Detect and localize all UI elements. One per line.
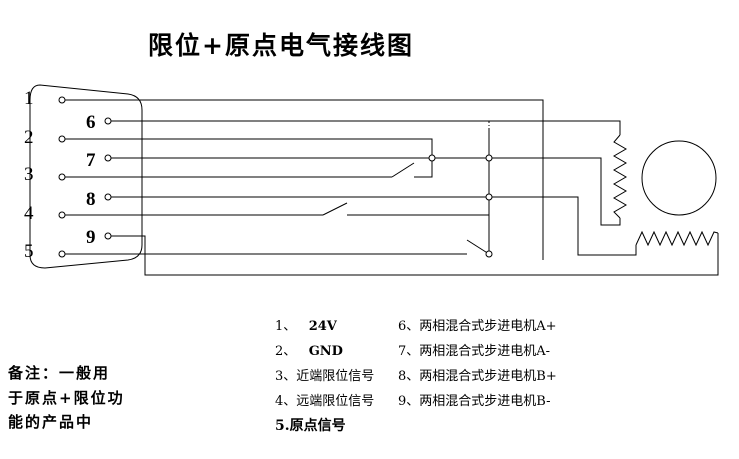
pin-label-7: 7 [86, 150, 96, 171]
note-line-3: 能的产品中 [8, 413, 94, 431]
legend-text: 24V [308, 319, 337, 334]
wire-pin-9 [108, 233, 719, 276]
pin-label-2: 2 [24, 127, 34, 148]
junction-2 [485, 154, 493, 162]
motor-coil-a [613, 134, 627, 219]
junction-4 [485, 250, 493, 258]
legend-item-6: 6、两相混合式步进电机A+ [398, 319, 557, 334]
pin-label-9: 9 [86, 227, 96, 248]
pin-5 [58, 250, 66, 258]
pin-label-4: 4 [24, 203, 34, 224]
junction-3 [485, 193, 493, 201]
legend-item-8: 8、两相混合式步进电机B+ [398, 369, 557, 384]
pin-1 [58, 96, 66, 104]
legend-item-2: 2、 GND [275, 345, 343, 358]
wire-pin-1 [62, 99, 544, 260]
legend-num: 1、 [275, 319, 297, 334]
pin-label-8: 8 [86, 189, 96, 210]
common-bus [432, 128, 490, 254]
pin-label-1: 1 [24, 88, 34, 109]
legend-num: 2、 [275, 344, 297, 359]
db9-connector-outline [29, 84, 143, 269]
note-line-1: 备注：一般用 [8, 364, 111, 382]
far-limit-switch [322, 202, 348, 216]
pin-7 [104, 154, 112, 162]
legend-item-3: 3、近端限位信号 [275, 370, 374, 383]
legend-item-5: 5.原点信号 [275, 419, 346, 433]
pin-9 [104, 232, 112, 240]
junction-1 [428, 154, 436, 162]
legend-item-7: 7、两相混合式步进电机A- [398, 344, 551, 359]
pin-label-3: 3 [24, 164, 34, 185]
legend-num: 4、 [275, 394, 297, 409]
pin-3 [58, 173, 66, 181]
legend-item-1: 1、 24V [275, 320, 337, 333]
near-limit-switch [391, 162, 415, 178]
pin-4 [58, 211, 66, 219]
wire-pin-2 [62, 138, 433, 158]
wire-pin-8 [108, 196, 637, 256]
legend-num: 5. [275, 418, 290, 434]
note-line-2: 于原点+限位功 [8, 389, 125, 407]
legend-text: 远端限位信号 [296, 394, 375, 409]
legend-text: 原点信号 [289, 418, 346, 434]
pin-label-6: 6 [86, 112, 96, 133]
origin-switch [466, 239, 490, 255]
pin-6 [104, 117, 112, 125]
motor-coil-b [635, 230, 719, 247]
legend-num: 3、 [275, 369, 297, 384]
pin-2 [58, 135, 66, 143]
legend-text: GND [308, 344, 343, 359]
page-title: 限位+原点电气接线图 [148, 31, 414, 60]
legend-item-9: 9、两相混合式步进电机B- [398, 394, 551, 409]
pin-8 [104, 193, 112, 201]
wire-pin-6 [108, 120, 621, 135]
legend-text: 近端限位信号 [296, 369, 375, 384]
motor-rotor [641, 140, 717, 216]
legend-item-4: 4、远端限位信号 [275, 395, 374, 408]
pin-label-5: 5 [24, 241, 34, 262]
